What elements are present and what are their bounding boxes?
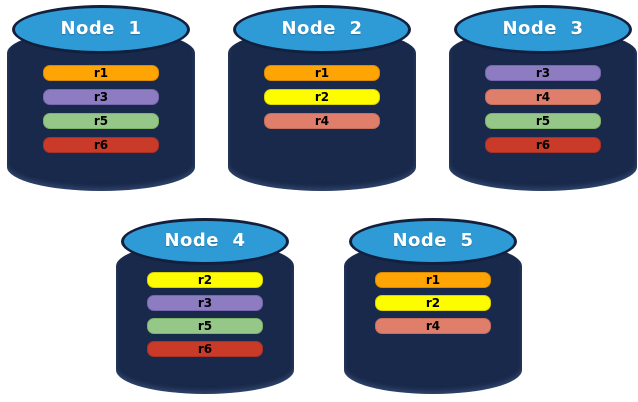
- cylinder-top-ellipse: Node 3: [454, 5, 632, 54]
- replica-bar-r3: r3: [485, 65, 601, 81]
- replica-bar-r4: r4: [375, 318, 491, 334]
- replica-bar-r2: r2: [375, 295, 491, 311]
- cylinder-body-shape: [228, 29, 416, 191]
- replica-bar-r6: r6: [147, 341, 263, 357]
- replica-bar-r6: r6: [43, 137, 159, 153]
- replica-bar-r1: r1: [375, 272, 491, 288]
- replica-bar-r2: r2: [147, 272, 263, 288]
- replica-bar-r3: r3: [43, 89, 159, 105]
- replica-bar-r4: r4: [485, 89, 601, 105]
- node-row-bottom: Node 4 r2 r3 r5 r6 Node 5 r1 r2 r4: [0, 218, 638, 394]
- replica-list: r2 r3 r5 r6: [116, 272, 294, 357]
- replica-list: r1 r3 r5 r6: [7, 65, 195, 153]
- replica-bar-r3: r3: [147, 295, 263, 311]
- replica-bar-r1: r1: [43, 65, 159, 81]
- node-title: Node 3: [502, 18, 584, 39]
- cylinder-body-shape: [7, 29, 195, 191]
- database-node: Node 4 r2 r3 r5 r6: [116, 218, 294, 394]
- replica-bar-r5: r5: [147, 318, 263, 334]
- replica-list: r1 r2 r4: [228, 65, 416, 129]
- node-title: Node 4: [164, 230, 246, 251]
- database-node: Node 3 r3 r4 r5 r6: [449, 5, 637, 191]
- cylinder-top-ellipse: Node 2: [233, 5, 411, 54]
- replica-list: r1 r2 r4: [344, 272, 522, 334]
- replica-bar-r4: r4: [264, 113, 380, 129]
- database-node: Node 1 r1 r3 r5 r6: [7, 5, 195, 191]
- replica-bar-r6: r6: [485, 137, 601, 153]
- cylinder-top-ellipse: Node 1: [12, 5, 190, 54]
- node-title: Node 1: [60, 18, 142, 39]
- node-title: Node 2: [281, 18, 363, 39]
- node-title: Node 5: [392, 230, 474, 251]
- replica-bar-r5: r5: [485, 113, 601, 129]
- replica-list: r3 r4 r5 r6: [449, 65, 637, 153]
- replica-bar-r1: r1: [264, 65, 380, 81]
- database-node: Node 2 r1 r2 r4: [228, 5, 416, 191]
- replica-bar-r2: r2: [264, 89, 380, 105]
- cylinder-body-shape: [449, 29, 637, 191]
- database-node: Node 5 r1 r2 r4: [344, 218, 522, 394]
- cylinder-top-ellipse: Node 4: [121, 218, 289, 265]
- replica-bar-r5: r5: [43, 113, 159, 129]
- cylinder-top-ellipse: Node 5: [349, 218, 517, 265]
